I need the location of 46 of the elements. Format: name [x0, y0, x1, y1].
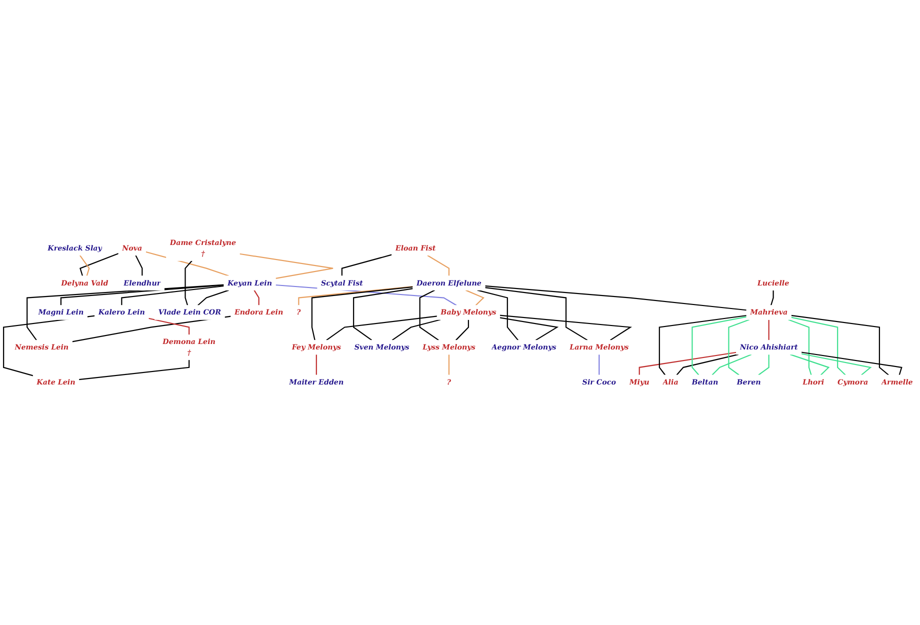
connector	[448, 354, 450, 375]
connector	[788, 319, 812, 376]
connector	[121, 285, 224, 306]
connector	[427, 254, 450, 276]
connector	[240, 253, 334, 280]
connector	[392, 319, 441, 341]
connector	[791, 316, 846, 376]
connector	[80, 252, 119, 276]
connector	[801, 353, 872, 376]
connector	[758, 354, 770, 376]
connector	[316, 354, 317, 375]
connector	[598, 354, 600, 375]
connector	[326, 316, 438, 341]
connector	[485, 285, 747, 311]
connector	[638, 352, 736, 375]
connector	[254, 290, 260, 306]
connector	[419, 290, 439, 341]
connector	[790, 354, 830, 376]
connector	[60, 284, 224, 306]
connector	[791, 314, 889, 376]
connector	[500, 317, 559, 341]
connector	[676, 354, 739, 376]
connector	[801, 352, 902, 376]
connector	[500, 314, 632, 341]
connector	[197, 290, 229, 306]
connector	[353, 288, 413, 341]
connector	[658, 314, 747, 376]
connector	[146, 251, 229, 276]
connector	[728, 319, 750, 376]
connector	[770, 290, 774, 306]
connector	[477, 290, 518, 341]
connector	[465, 290, 484, 306]
connector	[78, 360, 190, 380]
connector	[184, 260, 192, 306]
connector	[148, 318, 190, 335]
connector	[484, 287, 588, 341]
connector	[456, 320, 469, 341]
connector	[135, 255, 143, 276]
connector	[712, 354, 752, 376]
connector	[768, 320, 770, 340]
connector	[79, 255, 90, 276]
connector	[341, 254, 392, 276]
connector	[72, 316, 231, 342]
connector	[692, 316, 747, 376]
connector	[311, 286, 413, 340]
connector	[298, 286, 413, 306]
